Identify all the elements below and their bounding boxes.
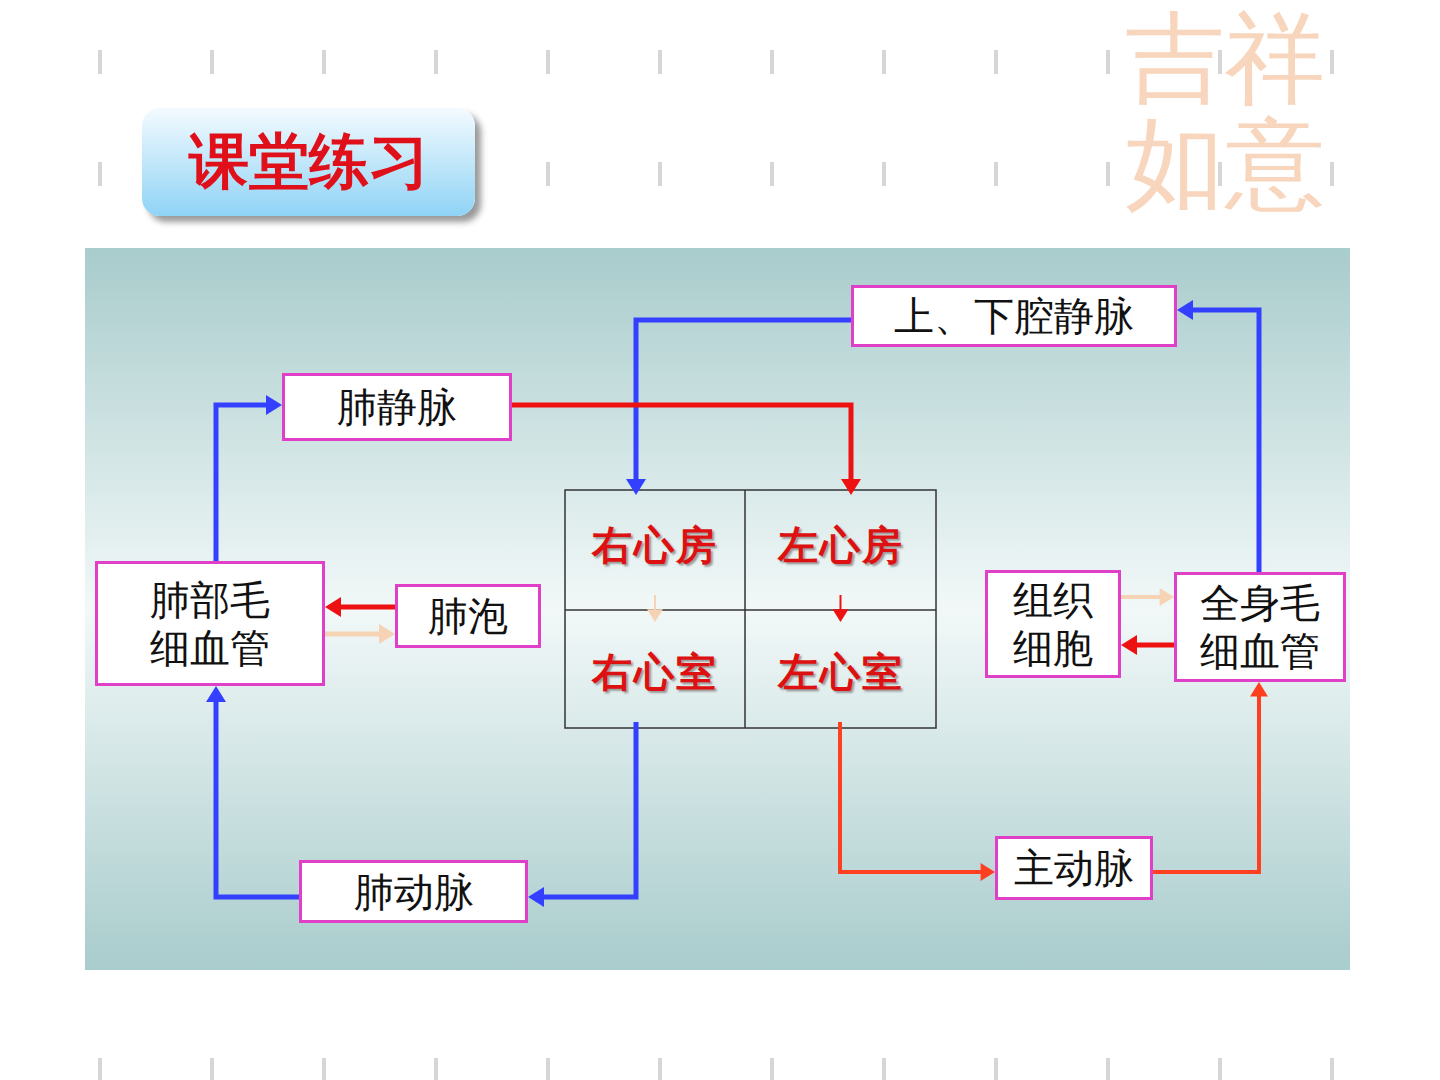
node-label: 肺静脉 — [337, 383, 457, 431]
flow-arrow — [512, 405, 861, 495]
watermark: 吉祥如意 — [1125, 6, 1335, 216]
organ-box: 主动脉 — [995, 836, 1153, 900]
node-label: 组织细胞 — [1007, 576, 1099, 672]
heart-chamber: 左心房 — [747, 495, 934, 595]
flow-arrow — [1153, 682, 1268, 872]
flow-arrow — [325, 597, 395, 617]
panel — [85, 248, 1350, 970]
flow-arrow — [1121, 588, 1174, 606]
organ-box: 肺泡 — [395, 584, 541, 648]
heart-chamber: 左心室 — [747, 622, 934, 722]
organ-box: 肺静脉 — [282, 373, 512, 441]
heart-chamber: 右心室 — [567, 622, 743, 722]
node-label: 肺动脉 — [354, 868, 474, 916]
heart-chamber: 右心房 — [567, 495, 743, 595]
node-label: 肺部毛细血管 — [145, 576, 275, 672]
node-label: 全身毛细血管 — [1194, 579, 1326, 675]
flow-arrow — [833, 595, 849, 622]
flow-arrow — [840, 722, 995, 881]
node-label: 主动脉 — [1014, 844, 1134, 892]
title-badge: 课堂练习 — [142, 108, 475, 216]
flow-arrow — [206, 686, 299, 897]
organ-box: 肺部毛细血管 — [95, 561, 325, 686]
heart-grid — [565, 490, 936, 728]
organ-box: 肺动脉 — [299, 860, 528, 923]
node-label: 右心室 — [592, 648, 718, 696]
flow-arrow — [325, 624, 395, 644]
node-label: 上、下腔静脉 — [894, 292, 1134, 340]
title-text: 课堂练习 — [189, 122, 429, 203]
flow-arrow — [528, 722, 636, 907]
flow-arrow — [1177, 300, 1259, 572]
node-label: 左心房 — [778, 521, 904, 569]
organ-box: 上、下腔静脉 — [851, 285, 1177, 347]
organ-box: 全身毛细血管 — [1174, 572, 1346, 682]
node-label: 右心房 — [592, 521, 718, 569]
flow-arrow — [647, 595, 663, 622]
organ-box: 组织细胞 — [985, 570, 1121, 678]
node-label: 左心室 — [778, 648, 904, 696]
node-label: 肺泡 — [428, 592, 508, 640]
flow-arrow — [216, 395, 282, 561]
flow-arrow — [1121, 635, 1174, 655]
